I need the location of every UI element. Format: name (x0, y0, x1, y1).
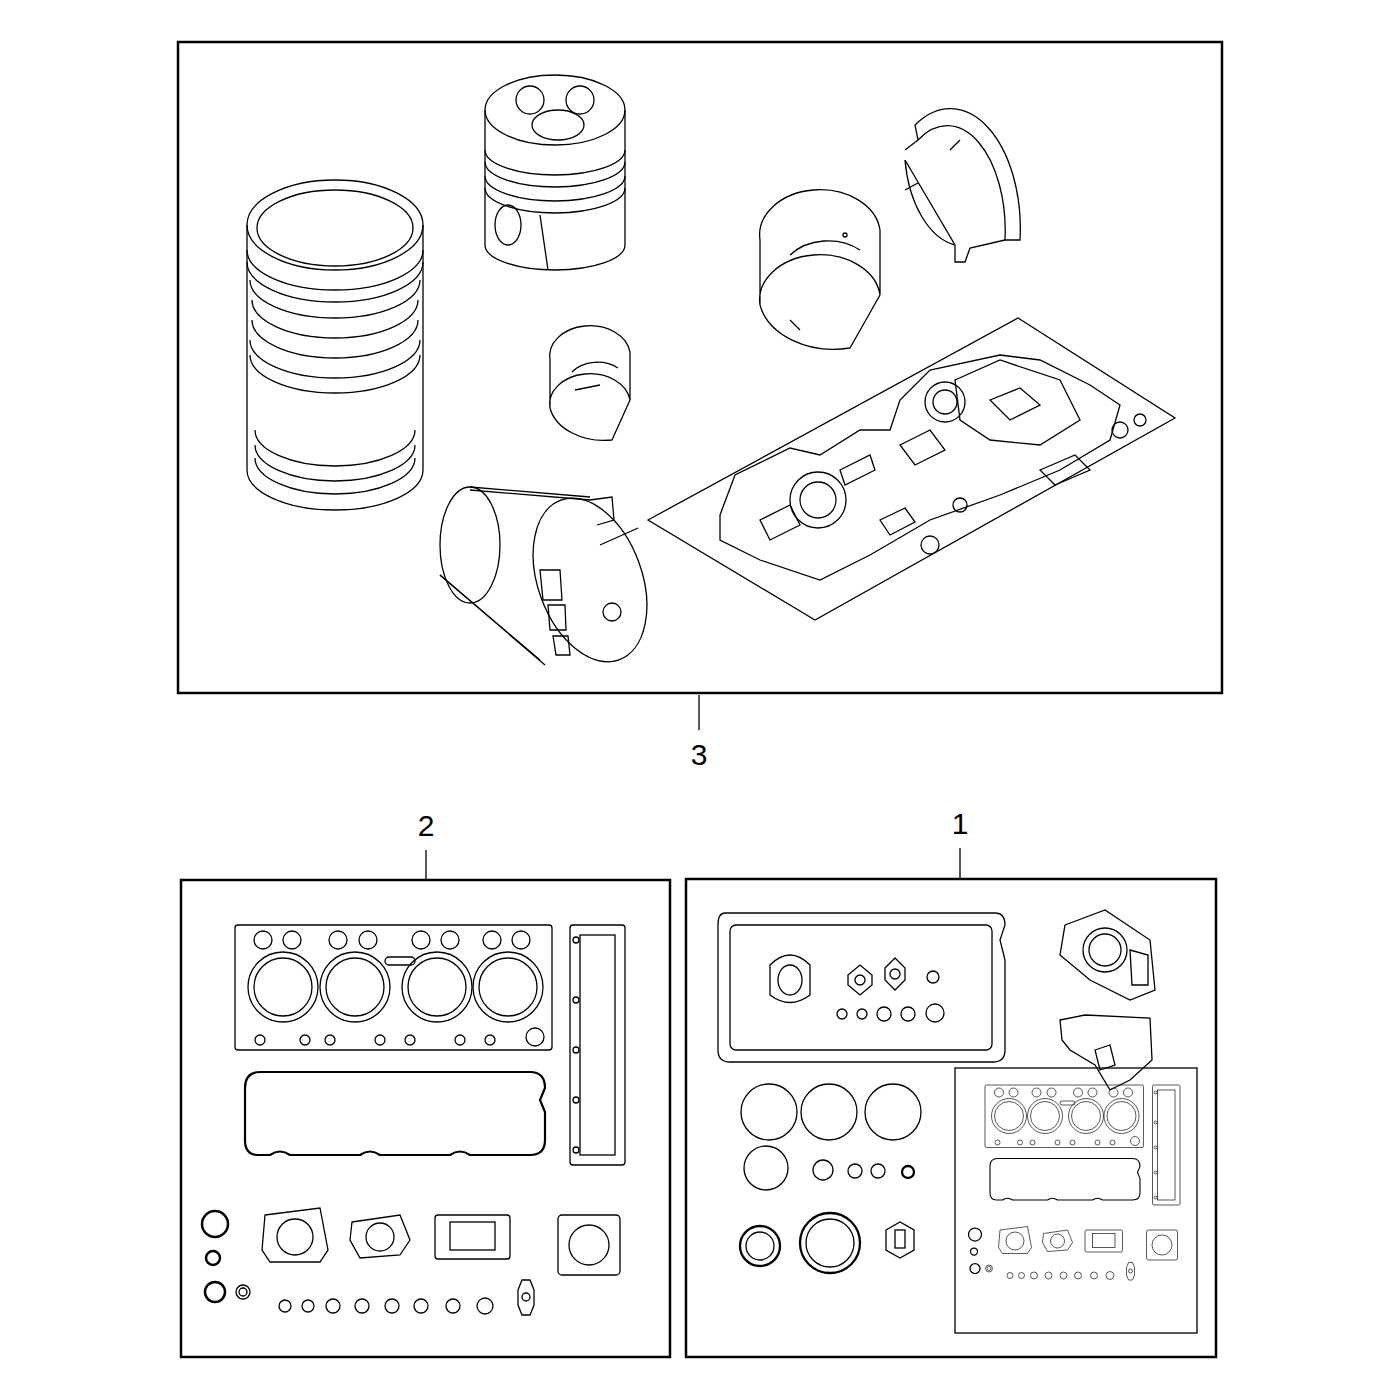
kit-frame (181, 880, 670, 1357)
top-gasket-set (202, 925, 625, 1315)
full-gasket-set (718, 910, 1197, 1333)
callout-number: 2 (416, 811, 437, 841)
thrust-washer (905, 109, 1020, 262)
bearing-shell (550, 326, 630, 441)
gasket-sheet (648, 318, 1175, 620)
oil-filter (440, 482, 668, 677)
kit-frame (686, 879, 1216, 1357)
callout-number: 1 (950, 809, 971, 839)
leader-line (425, 850, 426, 880)
kit-frame (178, 42, 1222, 693)
cylinder-liner (247, 180, 423, 510)
piston (485, 75, 625, 270)
leader-line (959, 848, 960, 879)
bearing-shell (760, 190, 880, 350)
callout-number: 3 (689, 740, 710, 770)
leader-line (698, 695, 699, 730)
